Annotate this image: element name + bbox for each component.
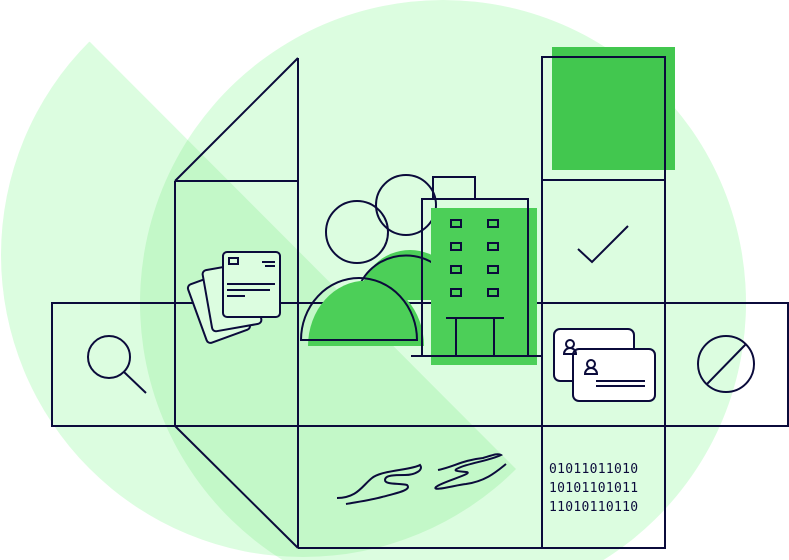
id-cards-icon <box>553 328 656 402</box>
search-icon <box>87 335 147 394</box>
binary-line-2: 10101101011 <box>549 481 638 496</box>
grid-lines <box>51 56 789 549</box>
binary-data-icon: 01011011010 10101101011 11010110110 <box>549 462 638 515</box>
documents-icon <box>186 251 281 344</box>
blocked-icon <box>697 335 755 393</box>
binary-line-1: 01011011010 <box>549 462 638 477</box>
green-square <box>552 47 675 170</box>
binary-line-3: 11010110110 <box>549 500 638 515</box>
building-icon <box>411 176 541 365</box>
signature-icon <box>336 453 507 505</box>
checkmark-icon <box>577 225 629 264</box>
